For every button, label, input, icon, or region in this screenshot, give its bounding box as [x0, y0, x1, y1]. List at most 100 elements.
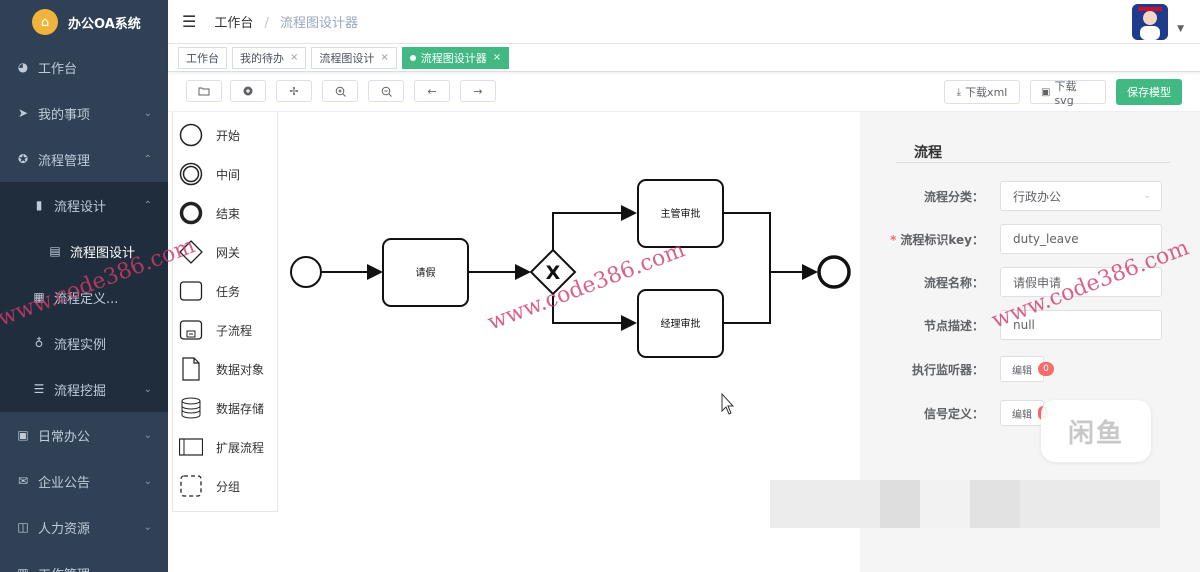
palette-item-intermediate-event[interactable]: 中间: [179, 159, 275, 189]
arrow-right-icon: →: [473, 84, 483, 98]
palette-item-gateway[interactable]: 网关: [179, 237, 275, 267]
close-icon[interactable]: ×: [290, 52, 299, 63]
tab-my-todo[interactable]: 我的待办 ×: [232, 46, 307, 69]
chevron-down-icon: ⌄: [143, 429, 152, 441]
download-xml-label: 下载xml: [965, 86, 1008, 99]
end-event-icon: [179, 201, 203, 225]
start-event[interactable]: [290, 256, 322, 288]
tab-process-design[interactable]: 流程图设计 ×: [311, 46, 397, 69]
sidebar-item-label: 企业公告: [38, 475, 91, 491]
dashboard-icon: ◕: [17, 60, 29, 74]
palette-item-pool[interactable]: 扩展流程: [179, 432, 275, 462]
start-event-icon: [179, 123, 203, 147]
palette-label: 网关: [216, 245, 241, 260]
menu-toggle-icon[interactable]: ☰: [182, 12, 197, 31]
blur-overlay: [970, 480, 1020, 528]
palette-item-end-event[interactable]: 结束: [179, 198, 275, 228]
zoom-in-button[interactable]: [322, 80, 358, 102]
download-svg-button[interactable]: ▣ 下载svg: [1030, 80, 1106, 107]
chevron-down-icon: ⌄: [143, 475, 152, 487]
palette-item-group[interactable]: 分组: [179, 471, 275, 501]
description-input[interactable]: null: [1000, 310, 1162, 340]
sidebar-item-label: 流程设计: [54, 199, 107, 215]
sidebar-item-label: 流程定义...: [54, 291, 119, 307]
app-title: 办公OA系统: [68, 16, 141, 32]
sidebar-item-hr[interactable]: ◫ 人力资源 ⌄: [0, 504, 168, 550]
sidebar-item-announcements[interactable]: ✉ 企业公告 ⌄: [0, 458, 168, 504]
sidebar-item-label: 日常办公: [38, 429, 91, 445]
close-icon[interactable]: ×: [380, 52, 389, 63]
palette-item-task[interactable]: 任务: [179, 276, 275, 306]
palette-item-data-object[interactable]: 数据对象: [179, 354, 275, 384]
book-icon: ◫: [17, 520, 29, 534]
blur-overlay: [920, 480, 970, 528]
sidebar-item-work-management[interactable]: ▥ 工作管理 ⌄: [0, 550, 168, 572]
save-model-button[interactable]: 保存模型: [1116, 79, 1182, 105]
tab-dashboard[interactable]: 工作台: [178, 46, 227, 69]
sidebar-item-diagram-design[interactable]: ▤ 流程图设计: [0, 228, 168, 274]
create-new-button[interactable]: [230, 80, 266, 102]
data-store-icon: [181, 397, 201, 419]
sequence-flow[interactable]: [723, 272, 771, 324]
palette-item-start-event[interactable]: 开始: [179, 120, 275, 150]
palette-item-subprocess[interactable]: 子流程: [179, 315, 275, 345]
avatar[interactable]: [1132, 4, 1168, 40]
sidebar-item-label: 工作台: [38, 61, 78, 77]
xianyu-badge-text: 闲鱼: [1067, 418, 1124, 449]
task-leave-request[interactable]: 请假: [382, 238, 469, 307]
category-label: 流程分类：: [923, 190, 984, 204]
close-icon[interactable]: ×: [492, 52, 502, 63]
open-file-button[interactable]: [186, 80, 222, 102]
sequence-flow[interactable]: [723, 212, 818, 280]
fit-view-button[interactable]: ✢: [276, 80, 312, 102]
blur-overlay: [770, 480, 880, 528]
active-dot-icon: [409, 54, 416, 61]
sidebar-item-daily-office[interactable]: ▣ 日常办公 ⌄: [0, 412, 168, 458]
tab-label: 工作台: [186, 51, 219, 65]
sidebar-item-process-definition[interactable]: ▦ 流程定义...: [0, 274, 168, 320]
edit-listeners-button[interactable]: 编辑: [1000, 356, 1044, 382]
bpmn-canvas[interactable]: 请假 X 主管审批 经理审批: [278, 112, 860, 572]
exclusive-gateway[interactable]: X: [529, 248, 577, 296]
sidebar-item-label: 流程挖掘: [54, 383, 107, 399]
sequence-flow[interactable]: [552, 205, 637, 250]
category-select[interactable]: 行政办公 ⌄: [1000, 181, 1162, 211]
sidebar-item-label: 人力资源: [38, 521, 91, 537]
sidebar-item-process-mining[interactable]: ☰ 流程挖掘 ⌄: [0, 366, 168, 412]
signals-label: 信号定义：: [923, 407, 984, 421]
task-label: 经理审批: [661, 317, 701, 330]
process-key-input[interactable]: duty_leave: [1000, 224, 1162, 254]
sidebar-item-my-tasks[interactable]: ➤ 我的事项 ⌄: [0, 90, 168, 136]
task-supervisor-approval[interactable]: 主管审批: [637, 179, 724, 248]
process-icon: ✪: [17, 152, 29, 166]
description-value: null: [1013, 318, 1035, 332]
bpmn-diagram: 请假 X 主管审批 经理审批: [290, 179, 851, 415]
sidebar-item-process-management[interactable]: ✪ 流程管理 ⌃: [0, 136, 168, 182]
redo-button[interactable]: →: [460, 80, 496, 102]
listener-count-badge: 0: [1038, 362, 1054, 376]
sidebar-item-label: 流程图设计: [70, 245, 136, 261]
sidebar-item-process-design[interactable]: ▮ 流程设计 ⌃: [0, 182, 168, 228]
sidebar-item-process-instance[interactable]: ♁ 流程实例: [0, 320, 168, 366]
gateway-symbol: X: [546, 262, 561, 284]
save-model-label: 保存模型: [1127, 86, 1171, 99]
end-event[interactable]: [817, 255, 851, 289]
tab-label: 流程图设计器: [420, 51, 487, 65]
breadcrumb-home[interactable]: 工作台: [214, 16, 254, 31]
list-icon: ☰: [33, 382, 45, 396]
sequence-flow[interactable]: [552, 296, 637, 331]
sidebar-item-label: 我的事项: [38, 107, 91, 123]
download-xml-button[interactable]: ⤓ 下载xml: [944, 80, 1020, 104]
tab-diagram-designer[interactable]: 流程图设计器 ×: [401, 46, 510, 69]
zoom-out-button[interactable]: [368, 80, 404, 102]
calendar-icon: ▣: [17, 428, 29, 442]
task-manager-approval[interactable]: 经理审批: [637, 289, 724, 358]
palette-item-data-store[interactable]: 数据存储: [179, 393, 275, 423]
caret-down-icon[interactable]: ▼: [1177, 24, 1184, 34]
process-name-input[interactable]: 请假申请: [1000, 267, 1162, 297]
download-icon: ⤓: [956, 86, 962, 98]
undo-button[interactable]: ←: [414, 80, 450, 102]
work-icon: ▥: [16, 566, 30, 572]
app-logo[interactable]: ⌂ 办公OA系统: [0, 0, 168, 44]
sidebar-item-dashboard[interactable]: ◕ 工作台: [0, 44, 168, 90]
